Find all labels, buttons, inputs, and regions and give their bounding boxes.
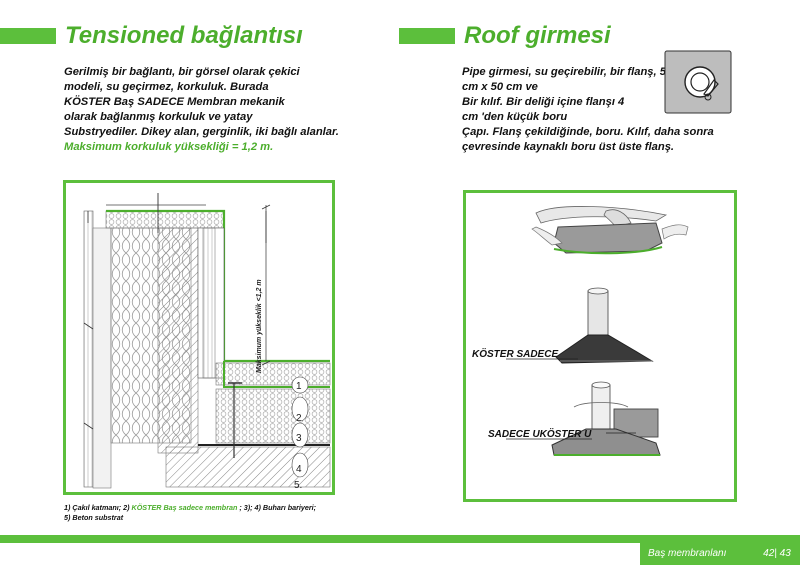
right-header-bar	[399, 28, 455, 44]
right-paragraph: Pipe girmesi, su geçirebilir, bir flanş,…	[462, 65, 714, 155]
left-paragraph-line: Gerilmiş bir bağlantı, bir görsel olarak…	[64, 66, 300, 78]
legend-text: 1) Çakıl katmanı; 2)	[64, 503, 132, 512]
pipe-flange-thumbnail	[664, 50, 732, 114]
footer-tab	[640, 543, 800, 565]
layer-marker-2	[291, 396, 309, 422]
legend-membrane: KÖSTER Baş sadece membran	[131, 503, 238, 512]
parapet-detail-drawing: 1 2 3 4 5. Maksimum yükseklik <1,2 m	[83, 193, 331, 491]
parapet-detail-frame: 1 2 3 4 5. Maksimum yükseklik <1,2 m	[63, 180, 335, 495]
left-paragraph-line: modeli, su geçirmez, korkuluk. Burada	[64, 81, 269, 93]
pipe-penetration-frame	[463, 190, 737, 502]
layer-marker-label: 1	[296, 381, 302, 392]
layer-marker-label: 4	[296, 464, 302, 475]
layer-marker-label: 5.	[294, 480, 302, 491]
right-paragraph-line: Pipe girmesi, su geçirebilir, bir flanş,…	[462, 66, 673, 78]
left-paragraph: Gerilmiş bir bağlantı, bir görsel olarak…	[64, 65, 339, 155]
right-paragraph-line: Çapı. Flanş çekildiğinde, boru. Kılıf, d…	[462, 126, 714, 138]
layer-marker-label: 3	[296, 433, 302, 444]
right-paragraph-line: cm 'den küçük boru	[462, 111, 568, 123]
left-section-title: Tensioned bağlantısı	[65, 22, 303, 49]
left-paragraph-line: olarak bağlanmış korkuluk ve yatay	[64, 111, 253, 123]
right-paragraph-line: çevresinde kaynaklı boru üst üste flanş.	[462, 141, 675, 153]
right-paragraph-line: cm x 50 cm ve	[462, 81, 538, 93]
right-paragraph-line: Bir kılıf. Bir deliği içine flanşı 4	[462, 96, 625, 108]
right-section-title: Roof girmesi	[464, 22, 611, 49]
max-height-note: Maksimum korkuluk yüksekliği = 1,2 m.	[64, 141, 274, 153]
left-header-bar	[0, 28, 56, 44]
max-height-dimension: Maksimum yükseklik <1,2 m	[256, 279, 263, 373]
layer-marker-label: 2	[296, 413, 302, 424]
legend-line-2: 5) Beton substrat	[64, 513, 124, 522]
footer-bar	[0, 535, 800, 543]
footer-text: Baş membranlanı 42| 43	[648, 548, 791, 559]
pipe-penetration-drawing	[506, 206, 689, 456]
pipe-label-sadece-ukoster: SADECE UKÖSTER U	[488, 429, 592, 440]
footer-title: Baş membranlanı	[648, 548, 727, 559]
layer-marker-1	[291, 376, 309, 394]
layer-marker-4	[291, 452, 309, 478]
layer-marker-3	[291, 422, 309, 448]
pipe-label-koster-sadece: KÖSTER SADECE	[472, 349, 559, 360]
layer-legend: 1) Çakıl katmanı; 2) KÖSTER Baş sadece m…	[64, 503, 316, 523]
legend-text: ; 3); 4) Buharı bariyeri;	[237, 503, 317, 512]
left-paragraph-line: KÖSTER Baş SADECE Membran mekanik	[64, 96, 285, 108]
left-paragraph-line: Substryediler. Dikey alan, gerginlik, ik…	[64, 126, 339, 138]
page-numbers: 42| 43	[763, 548, 791, 559]
